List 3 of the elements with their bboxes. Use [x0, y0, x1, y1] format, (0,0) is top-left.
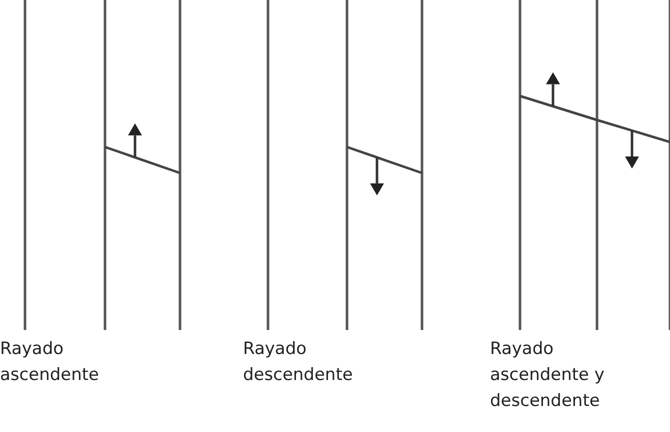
caption: Rayado ascendente	[0, 338, 100, 387]
caption: Rayado descendente	[243, 338, 354, 387]
caption: Rayado ascendente y descendente	[490, 338, 606, 413]
